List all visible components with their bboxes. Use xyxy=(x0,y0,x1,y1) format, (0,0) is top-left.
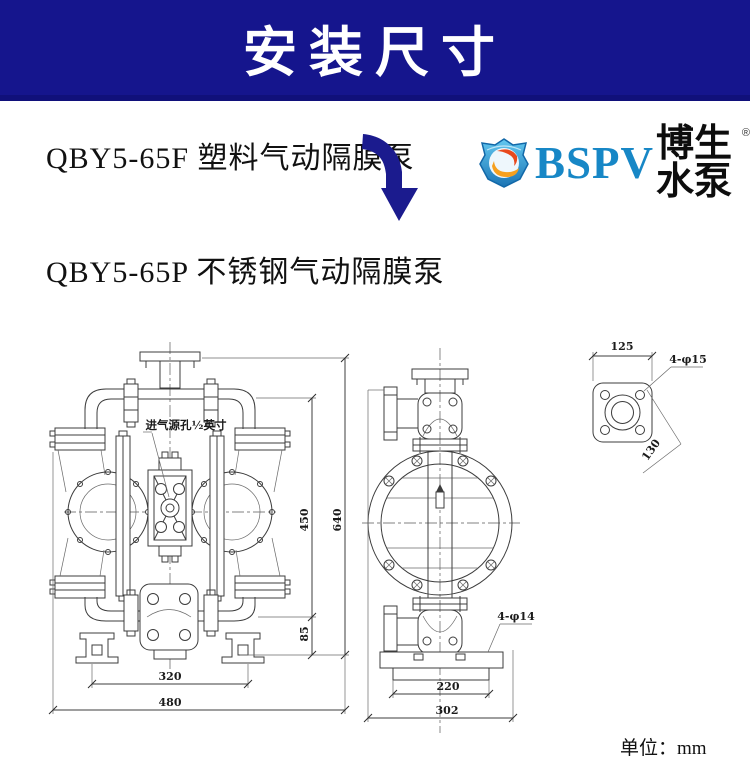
dim-label-450: 450 xyxy=(298,508,311,531)
dim-label-4phi15: 4-φ15 xyxy=(669,353,706,366)
dim-label-480: 480 xyxy=(159,696,182,709)
product-model-plastic: QBY5-65F 塑料气动隔膜泵 xyxy=(46,142,415,175)
product-model-steel: QBY5-65P 不锈钢气动隔膜泵 xyxy=(46,256,445,289)
dim-label-4phi14: 4-φ14 xyxy=(497,610,535,623)
dim-label-302: 302 xyxy=(436,704,459,717)
brand-name-latin: BSPV xyxy=(535,137,655,188)
dim-label-85: 85 xyxy=(298,626,311,641)
side-view-drawing: 4-φ14 220 302 xyxy=(362,348,535,733)
page-title: 安装尺寸 xyxy=(243,23,507,83)
rim-bolts xyxy=(383,455,497,591)
shield-logo-icon xyxy=(479,138,529,188)
curved-down-arrow-icon xyxy=(362,134,418,221)
dim-label-320: 320 xyxy=(159,670,182,683)
front-view-drawing: 进气源孔½英寸 450 640 85 320 xyxy=(48,342,350,715)
header-banner: 安装尺寸 xyxy=(0,0,750,101)
dim-label-130: 130 xyxy=(639,437,663,464)
registered-mark: ® xyxy=(741,127,750,139)
unit-note: 单位：mm xyxy=(620,738,707,759)
dim-label-640: 640 xyxy=(331,508,344,531)
inlet-note-label: 进气源孔½英寸 xyxy=(146,418,227,432)
dim-label-220: 220 xyxy=(437,680,460,693)
brand-logo: BSPV 博生水泵 ® xyxy=(477,125,750,201)
brand-name-cn: 博生水泵 xyxy=(656,123,733,203)
dim-label-125: 125 xyxy=(611,340,634,353)
flange-view-drawing: 125 4-φ15 130 xyxy=(588,340,707,474)
